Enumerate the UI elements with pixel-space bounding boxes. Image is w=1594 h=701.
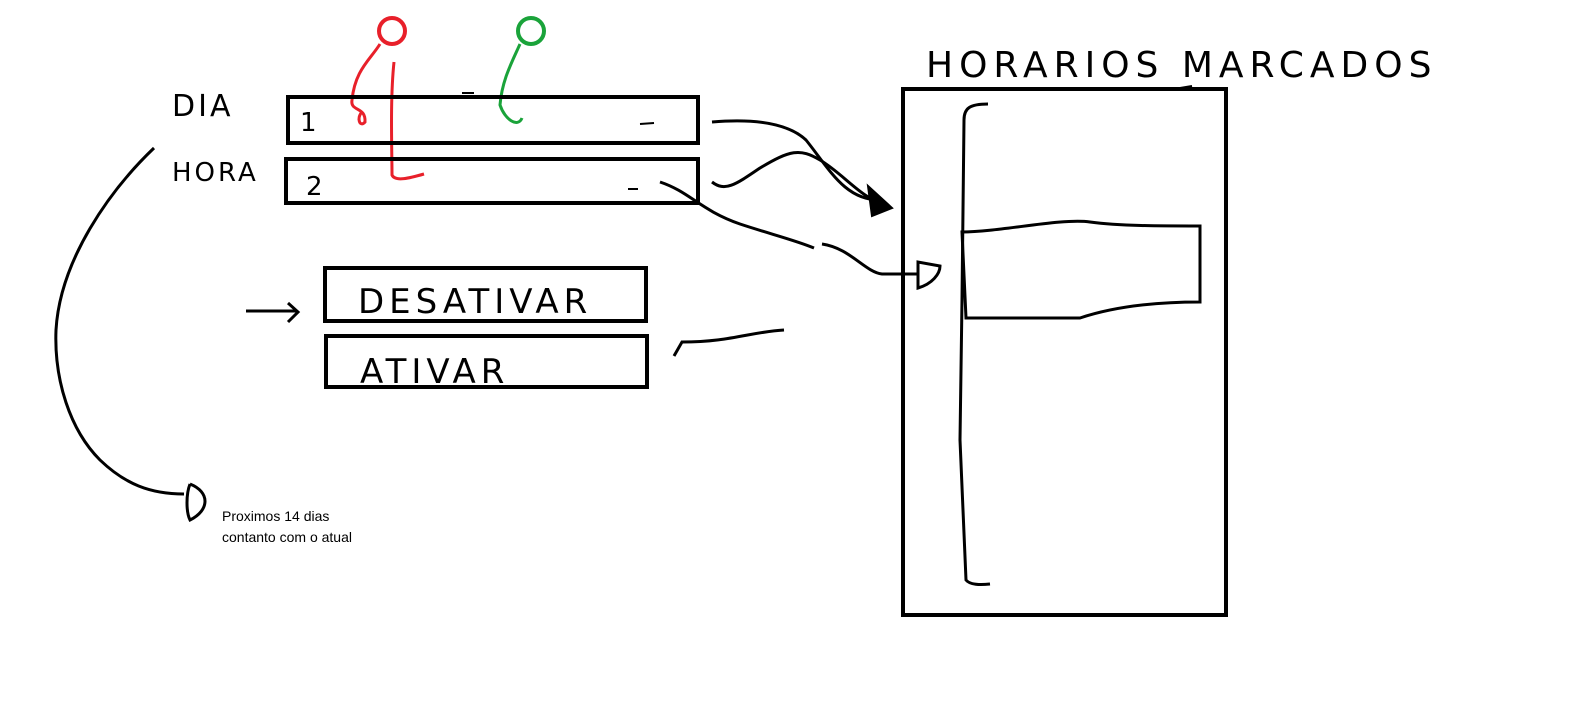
- ativar-arrow: [672, 328, 785, 357]
- red-marker-icon: [377, 16, 407, 46]
- ativar-button-label: ATIVAR: [360, 352, 510, 392]
- red-connector-line-2: [390, 61, 425, 181]
- red-connector-line: [350, 43, 382, 126]
- desativar-button-label: DESATIVAR: [358, 282, 593, 322]
- green-connector-line: [498, 43, 524, 124]
- hora-connector-arrow: [711, 150, 889, 208]
- hora-to-list-connector: [659, 180, 942, 290]
- desativar-button[interactable]: [323, 266, 648, 323]
- hora-label: HORA: [172, 158, 259, 188]
- dia-field-value: 1: [300, 108, 317, 138]
- dia-label: DIA: [172, 89, 234, 124]
- list-slot: [960, 219, 1202, 320]
- hora-field[interactable]: [284, 157, 700, 205]
- note-text: Proximos 14 dias contanto com o atual: [222, 506, 382, 548]
- note-line-1: Proximos 14 dias: [222, 508, 330, 524]
- list-bracket: [958, 102, 991, 586]
- dia-connector-arrow: [711, 119, 881, 202]
- green-marker-icon: [516, 16, 546, 46]
- note-line-2: contanto com o atual: [222, 529, 352, 545]
- note-connector-curve: [54, 146, 207, 523]
- list-title: HORARIOS MARCADOS: [926, 45, 1438, 86]
- dia-field-dash: [639, 122, 655, 125]
- arrowhead-icon: [866, 183, 894, 218]
- horarios-list-panel[interactable]: [901, 87, 1228, 617]
- desativar-arrow: [246, 301, 301, 324]
- hora-field-value: 2: [306, 172, 323, 202]
- dia-field[interactable]: [286, 95, 700, 145]
- ativar-button[interactable]: [324, 334, 649, 389]
